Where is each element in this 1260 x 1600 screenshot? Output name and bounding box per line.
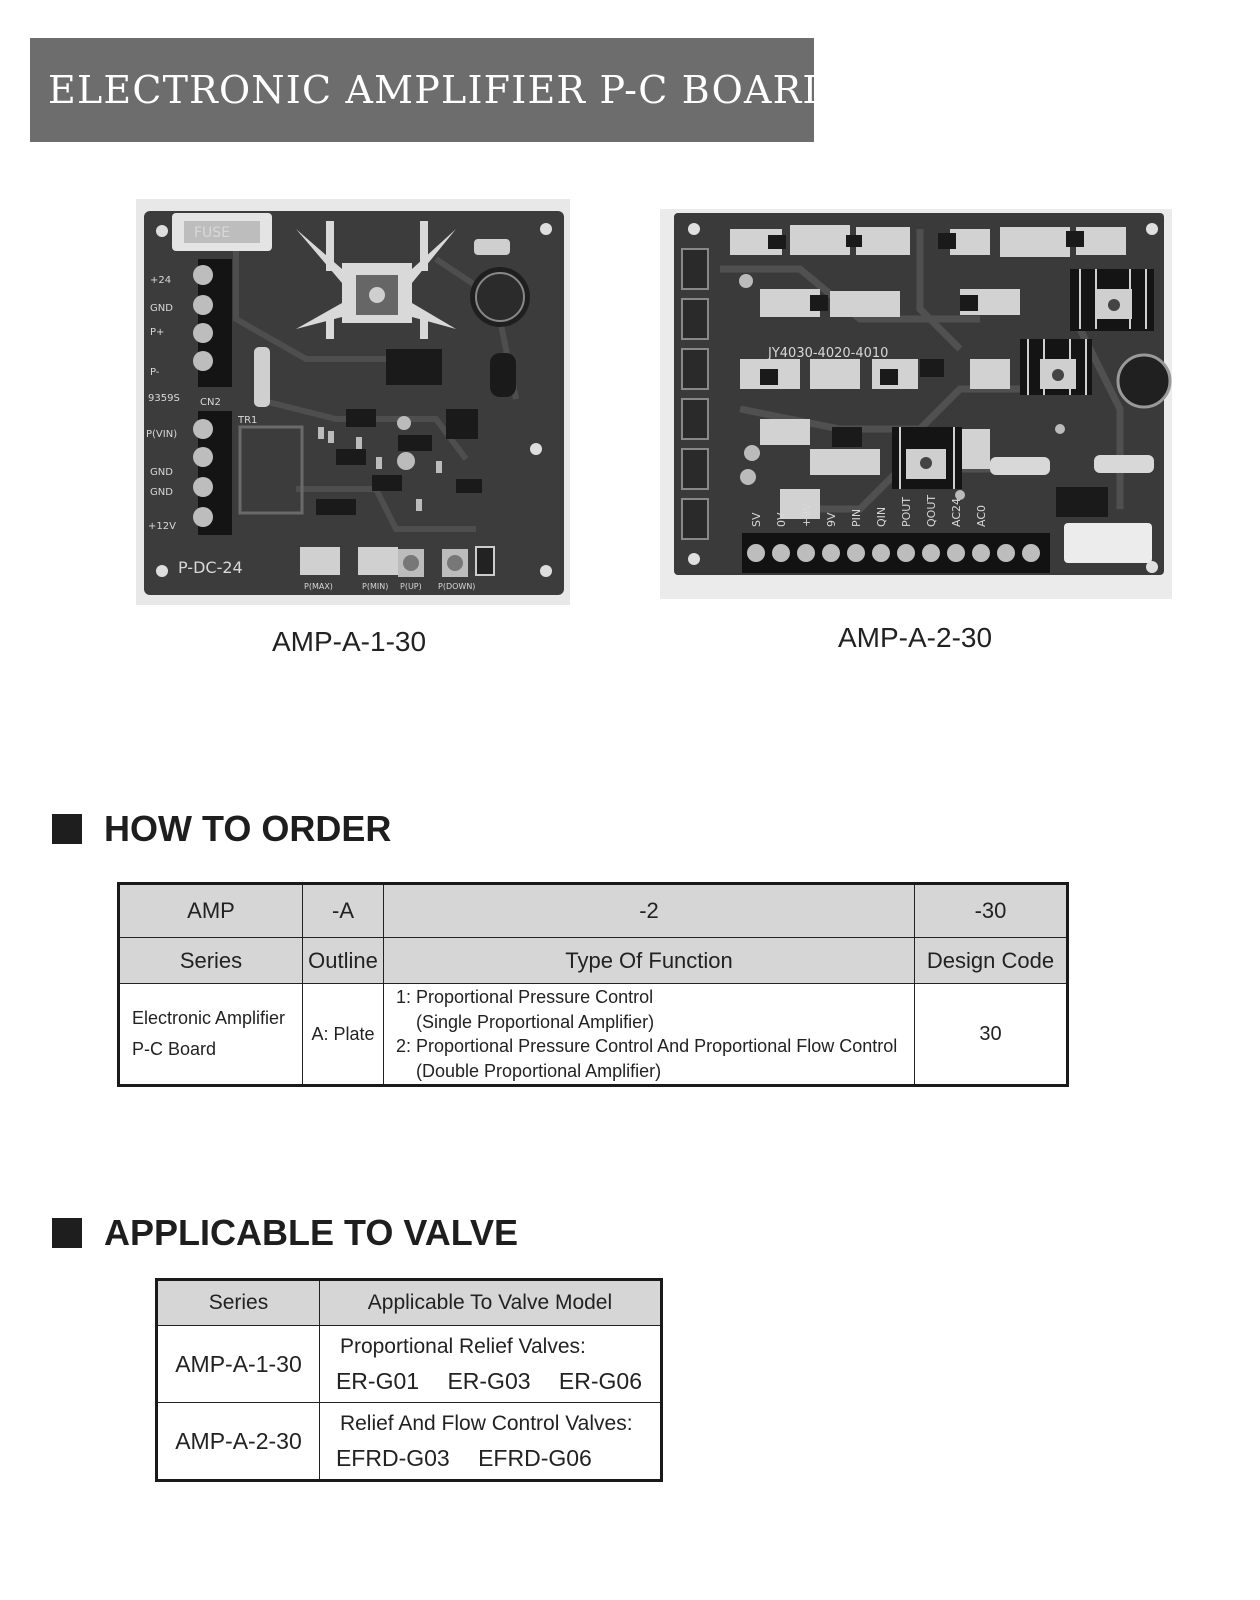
function-list: 1: Proportional Pressure Control (Single… (383, 983, 915, 1086)
code-outline: -A (302, 883, 384, 938)
heading-square-icon (52, 814, 82, 844)
terminal-label-3: +9V (800, 503, 813, 527)
valve-row-1-label: Proportional Relief Valves: (339, 1335, 586, 1358)
valve-header-model: Applicable To Valve Model (318, 1279, 663, 1326)
terminal-bottom-2: GND (150, 467, 173, 478)
board-code: 9359S (148, 393, 180, 404)
pcb-1-drawing: FUSE +24 GND P+ P- 9359 (144, 211, 564, 595)
terminal-top-1: +24 (150, 275, 171, 286)
terminal-top-3: P+ (150, 327, 164, 338)
function-item-2: 2: Proportional Pressure Control And Pro… (396, 1036, 898, 1056)
terminal-top-4: P- (150, 367, 160, 378)
header-outline: Outline (302, 937, 384, 984)
valve-row-1-model-list: ER-G01 ER-G03 ER-G06 (336, 1364, 659, 1398)
pcb-2-drawing: JY4030-4020-4010 SV 0V +9V 9V PIN QIN PO… (674, 213, 1172, 575)
terminal-label-6: QIN (875, 507, 888, 527)
tr-label: TR1 (237, 415, 257, 426)
valve-row-2-label: Relief And Flow Control Valves: (339, 1412, 633, 1435)
valve-row-2-series: AMP-A-2-30 (156, 1402, 320, 1481)
valve-row-1-series: AMP-A-1-30 (156, 1325, 320, 1403)
amp-a-1-30-board-photo: FUSE +24 GND P+ P- 9359 (136, 199, 570, 605)
terminal-bottom-4: +12V (148, 521, 176, 532)
valve-model: ER-G01 (335, 1368, 420, 1394)
terminal-bottom-3: GND (150, 487, 173, 498)
valve-row-2-models: Relief And Flow Control Valves: EFRD-G03… (318, 1402, 663, 1481)
how-to-order-heading: HOW TO ORDER (52, 808, 391, 850)
header-series: Series (118, 937, 303, 984)
photo-caption-1: AMP-A-1-30 (272, 626, 427, 657)
header-design-code: Design Code (914, 937, 1068, 984)
terminal-label-7: POUT (900, 497, 913, 527)
valve-model: EFRD-G06 (478, 1445, 592, 1471)
function-item-2-note: (Double Proportional Amplifier) (416, 1060, 662, 1081)
heading-square-icon (52, 1218, 82, 1248)
applicable-to-valve-title: APPLICABLE TO VALVE (104, 1212, 519, 1253)
valve-model: ER-G03 (447, 1368, 531, 1394)
applicable-to-valve-table: Series Applicable To Valve Model AMP-A-1… (155, 1278, 663, 1482)
terminal-label-5: PIN (850, 509, 863, 527)
terminal-label-4: 9V (825, 512, 838, 527)
amp-a-2-30-board-photo: JY4030-4020-4010 SV 0V +9V 9V PIN QIN PO… (660, 209, 1172, 599)
fuse-label: FUSE (194, 225, 230, 241)
header-function: Type Of Function (383, 937, 915, 984)
outline-value: A: Plate (302, 983, 384, 1086)
pot-label-3: P(UP) (400, 582, 422, 591)
series-line-2: P-C Board (132, 1039, 217, 1059)
valve-model: EFRD-G03 (335, 1445, 450, 1471)
valve-row: AMP-A-2-30 Relief And Flow Control Valve… (156, 1402, 663, 1481)
cn-label: CN2 (200, 397, 221, 408)
function-item-1-note: (Single Proportional Amplifier) (416, 1011, 655, 1032)
valve-model: ER-G06 (558, 1368, 643, 1394)
order-detail-row: Electronic Amplifier P-C Board A: Plate … (118, 983, 1068, 1086)
series-description: Electronic Amplifier P-C Board (118, 983, 303, 1086)
function-item-1: 1: Proportional Pressure Control (396, 987, 654, 1007)
pot-label-2: P(MIN) (362, 582, 388, 591)
design-code-value: 30 (914, 983, 1068, 1086)
terminal-label-8: QOUT (925, 495, 938, 527)
valve-row-2-model-list: EFRD-G03 EFRD-G06 (336, 1441, 659, 1475)
terminal-label-2: 0V (775, 512, 788, 527)
terminal-label-1: SV (750, 512, 763, 527)
code-design: -30 (914, 883, 1068, 938)
how-to-order-table: AMP -A -2 -30 Series Outline Type Of Fun… (117, 882, 1069, 1087)
pot-label-4: P(DOWN) (438, 582, 475, 591)
valve-header-series: Series (156, 1279, 320, 1326)
board-model-label: P-DC-24 (178, 558, 243, 577)
valve-row-1-models: Proportional Relief Valves: ER-G01 ER-G0… (318, 1325, 663, 1403)
page-title-banner: ELECTRONIC AMPLIFIER P-C BOARD (30, 38, 833, 142)
page-title: ELECTRONIC AMPLIFIER P-C BOARD (48, 68, 835, 112)
board-part-number: JY4030-4020-4010 (767, 346, 888, 361)
terminal-bottom-1: P(VIN) (146, 429, 177, 440)
terminal-label-10: AC0 (975, 505, 988, 527)
terminal-label-9: AC24 (950, 498, 963, 527)
pot-label-1: P(MAX) (304, 582, 333, 591)
order-header-row: Series Outline Type Of Function Design C… (118, 937, 1068, 984)
series-line-1: Electronic Amplifier (132, 1008, 286, 1028)
applicable-to-valve-heading: APPLICABLE TO VALVE (52, 1212, 518, 1254)
order-code-row: AMP -A -2 -30 (118, 883, 1068, 938)
how-to-order-title: HOW TO ORDER (104, 808, 392, 849)
valve-header-row: Series Applicable To Valve Model (156, 1279, 663, 1326)
valve-row: AMP-A-1-30 Proportional Relief Valves: E… (156, 1325, 663, 1403)
photo-caption-2: AMP-A-2-30 (838, 622, 993, 653)
code-series: AMP (118, 883, 303, 938)
code-function: -2 (383, 883, 915, 938)
terminal-top-2: GND (150, 303, 173, 314)
